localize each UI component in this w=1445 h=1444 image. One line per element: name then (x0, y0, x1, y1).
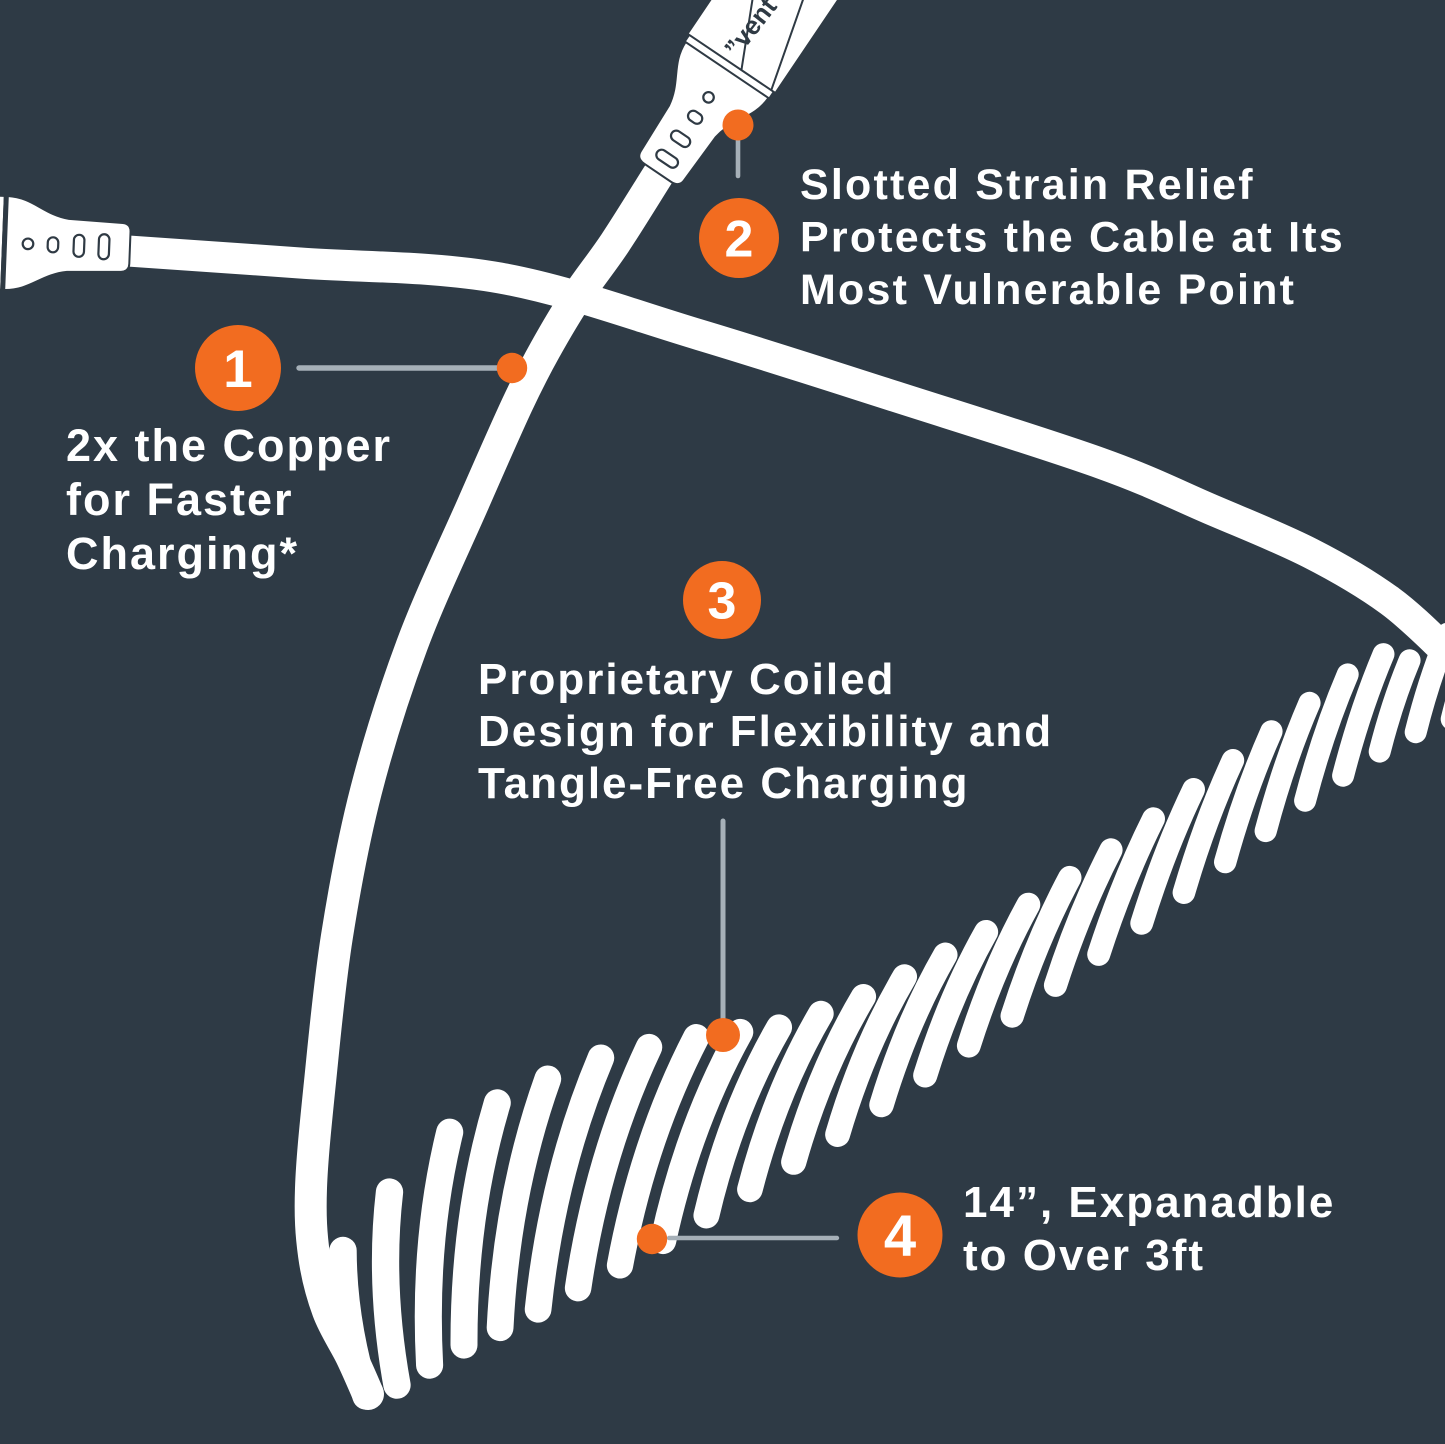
svg-text:4: 4 (884, 1204, 916, 1269)
svg-text:1: 1 (223, 340, 252, 399)
svg-text:2: 2 (725, 210, 754, 268)
svg-text:3: 3 (708, 572, 737, 630)
